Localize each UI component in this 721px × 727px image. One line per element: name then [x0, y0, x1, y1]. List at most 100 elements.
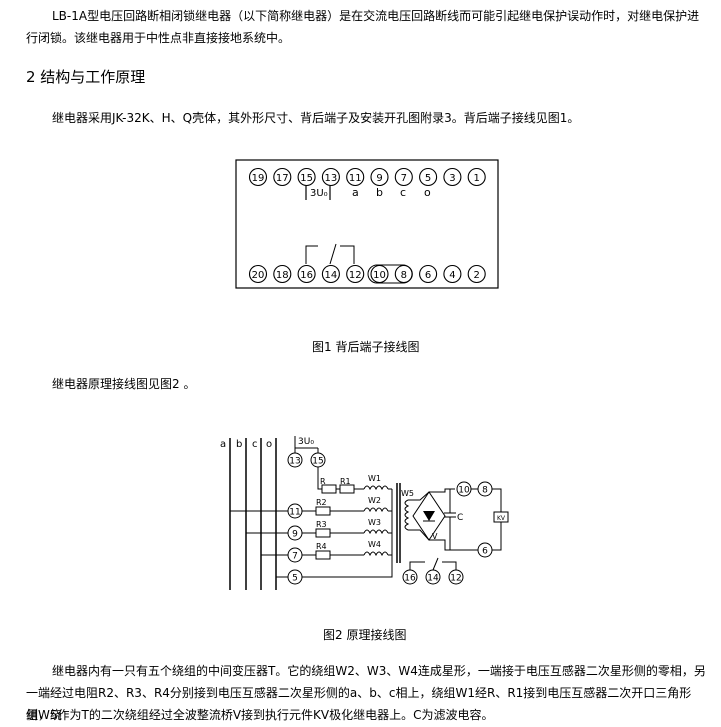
- winding-w1: [363, 485, 389, 491]
- svg-text:18: 18: [276, 270, 289, 281]
- label-r: R: [320, 477, 326, 486]
- label-r1: R1: [340, 477, 351, 486]
- svg-text:5: 5: [292, 574, 298, 584]
- resistor-r4: [315, 550, 331, 560]
- svg-text:8: 8: [482, 486, 488, 496]
- label-w4: W4: [368, 540, 381, 549]
- contact-lead-16: [409, 561, 425, 570]
- diode-symbol: [423, 511, 435, 521]
- fig1-top-terminal-17: 17: [273, 167, 292, 187]
- winding-w4: [363, 551, 389, 557]
- wire-bridge-top: [429, 488, 455, 493]
- label-r2: R2: [316, 498, 327, 507]
- svg-text:10: 10: [458, 486, 470, 496]
- fig2-terminal-8: 8: [477, 481, 493, 497]
- resistor-r1: [339, 484, 355, 494]
- label-r3: R3: [316, 520, 327, 529]
- wire-relay-6: [492, 522, 502, 551]
- svg-text:20: 20: [252, 270, 265, 281]
- fig2-terminal-7: 7: [287, 547, 303, 563]
- winding-w2: [363, 507, 389, 513]
- contact-blade: [329, 243, 337, 265]
- section-heading: 2 结构与工作原理: [26, 68, 146, 86]
- svg-text:15: 15: [300, 173, 313, 184]
- label-w2: W2: [368, 496, 381, 505]
- intro-line-1: LB-1A型电压回路断相闭锁继电器（以下简称继电器）是在交流电压回路断线而可能引…: [52, 9, 700, 23]
- label-kv: KV: [497, 515, 506, 522]
- bus-label-c: c: [252, 439, 258, 450]
- svg-text:4: 4: [449, 270, 455, 281]
- fig2-terminal-12: 12: [448, 569, 464, 585]
- resistor-r3: [315, 528, 331, 538]
- fig2-terminal-13: 13: [287, 452, 303, 468]
- fig1-top-terminal-13: 13: [321, 167, 340, 187]
- svg-text:16: 16: [300, 270, 313, 281]
- fig1-top-terminal-9: 9: [370, 167, 389, 187]
- svg-text:11: 11: [349, 173, 362, 184]
- fig1-top-terminal-3: 3: [443, 167, 462, 187]
- fig1-top-terminal-19: 19: [248, 167, 268, 187]
- svg-text:6: 6: [482, 547, 488, 557]
- fig1-label-c: c: [400, 186, 406, 199]
- fig1-bottom-terminal-14: 14: [321, 264, 340, 284]
- winding-w5: [404, 499, 410, 531]
- relay-case-outline: [235, 159, 499, 289]
- fig1-bottom-terminal-18: 18: [273, 264, 292, 284]
- svg-text:12: 12: [349, 270, 362, 281]
- svg-text:14: 14: [427, 574, 439, 584]
- bus-label-b: b: [236, 439, 242, 450]
- fig2-caption: 图2 原理接线图: [323, 628, 407, 642]
- svg-text:16: 16: [404, 574, 416, 584]
- fig1-label-b: b: [376, 186, 383, 199]
- svg-text:7: 7: [401, 173, 407, 184]
- fig2-terminal-5: 5: [287, 569, 303, 585]
- fig1-bottom-terminal-4: 4: [443, 264, 462, 284]
- body-line-2: 一端经过电阻R2、R3、R4分别接到电压互感器二次星形侧的a、b、c相上，绕组W…: [26, 686, 692, 722]
- label-c: C: [457, 513, 463, 523]
- intro-paragraph-cont: 行闭锁。该继电器用于中性点非直接接地系统中。: [26, 27, 706, 49]
- svg-text:17: 17: [276, 173, 289, 184]
- fig1-bottom-terminal-20: 20: [248, 264, 268, 284]
- fig1-top-terminal-15: 15: [297, 167, 316, 187]
- fig1-label-o: o: [424, 186, 431, 199]
- label-r4: R4: [316, 542, 327, 551]
- contact-blade: [432, 557, 439, 571]
- case-paragraph: 继电器采用JK-32K、H、Q壳体，其外形尺寸、背后端子及安装开孔图附录3。背后…: [52, 111, 580, 125]
- svg-text:6: 6: [425, 270, 431, 281]
- fig2-ref-paragraph: 继电器原理接线图见图2 。: [52, 377, 196, 391]
- body-line-3: 组W5作为T的二次绕组经过全波整流桥V接到执行元件KV极化继电器上。C为滤波电容…: [26, 708, 494, 722]
- fig2-terminal-6: 6: [477, 542, 493, 558]
- contact-lead-12: [442, 561, 457, 570]
- svg-text:9: 9: [292, 530, 298, 540]
- fig1-bottom-terminal-12: 12: [346, 264, 365, 284]
- resistor-r2: [315, 506, 331, 516]
- fig1-bottom-terminal-6: 6: [419, 264, 438, 284]
- svg-text:9: 9: [376, 173, 382, 184]
- fig2-label-uo: 3U₀: [298, 437, 314, 447]
- fig2-terminal-9: 9: [287, 525, 303, 541]
- svg-text:5: 5: [425, 173, 431, 184]
- fig1-bottom-terminal-16: 16: [297, 264, 316, 284]
- bus-label-a: a: [220, 439, 226, 450]
- svg-text:11: 11: [289, 508, 300, 518]
- winding-w3: [363, 529, 389, 535]
- fig1-top-terminal-11: 11: [346, 167, 365, 187]
- svg-text:15: 15: [312, 457, 323, 467]
- wire-15-r: [317, 467, 322, 490]
- fig1-label-a: a: [352, 186, 359, 199]
- label-w3: W3: [368, 518, 381, 527]
- svg-text:13: 13: [289, 457, 300, 467]
- svg-text:10: 10: [373, 270, 386, 281]
- wire-star-neutral: [302, 489, 393, 578]
- intro-paragraph: LB-1A型电压回路断相闭锁继电器（以下简称继电器）是在交流电压回路断线而可能引…: [26, 5, 706, 27]
- fig2-terminal-15: 15: [310, 452, 326, 468]
- body-line-1: 继电器内有一只有五个绕组的中间变压器T。它的绕组W2、W3、W4连成星形，一端接…: [52, 664, 706, 678]
- fig2-terminal-16: 16: [402, 569, 418, 585]
- contact-lead-16: [305, 245, 318, 264]
- label-w5: W5: [401, 489, 414, 498]
- fig2-terminal-14: 14: [425, 569, 441, 585]
- wire-bridge-bottom: [429, 539, 478, 551]
